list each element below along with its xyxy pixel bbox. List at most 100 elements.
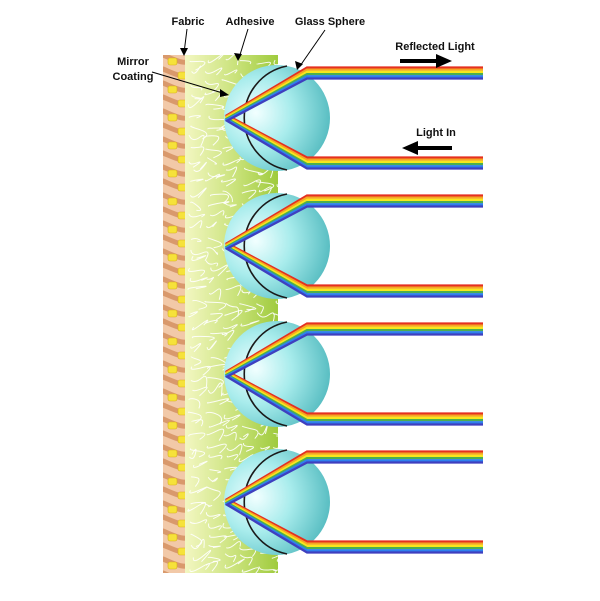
sphere-unit bbox=[224, 321, 483, 427]
adhesive-swirl bbox=[210, 264, 229, 277]
adhesive-swirl bbox=[204, 80, 219, 93]
adhesive-swirl bbox=[208, 454, 223, 460]
adhesive-swirl bbox=[210, 332, 228, 337]
adhesive-swirl bbox=[188, 161, 201, 168]
adhesive-swirl bbox=[189, 60, 206, 71]
light-ray bbox=[224, 333, 483, 426]
adhesive-swirl bbox=[189, 486, 208, 494]
adhesive-swirl bbox=[187, 285, 207, 291]
adhesive-swirl bbox=[225, 303, 240, 317]
adhesive-swirl bbox=[258, 566, 277, 573]
adhesive-swirl bbox=[206, 340, 217, 351]
adhesive-swirl bbox=[187, 502, 206, 515]
adhesive-swirl bbox=[190, 538, 205, 550]
adhesive-swirl bbox=[206, 377, 224, 388]
adhesive-swirl bbox=[242, 443, 255, 452]
adhesive-swirl bbox=[226, 443, 243, 455]
adhesive-swirl bbox=[222, 190, 233, 203]
fabric-fiber bbox=[167, 449, 178, 458]
adhesive-swirl bbox=[273, 313, 278, 316]
adhesive-swirl bbox=[239, 547, 257, 557]
adhesive-swirl bbox=[191, 476, 200, 487]
adhesive-swirl bbox=[190, 249, 209, 261]
adhesive-swirl bbox=[256, 303, 264, 315]
reflected-light-arrow bbox=[400, 54, 452, 68]
adhesive-swirl bbox=[209, 534, 228, 544]
adhesive-swirl bbox=[192, 549, 211, 562]
fabric-fiber bbox=[167, 57, 178, 66]
adhesive-swirl bbox=[191, 335, 215, 341]
adhesive-swirl bbox=[208, 523, 222, 531]
adhesive-swirl bbox=[192, 299, 208, 310]
adhesive-swirl bbox=[207, 55, 224, 64]
adhesive-swirl bbox=[191, 255, 207, 261]
fabric-pointer-head bbox=[180, 48, 188, 56]
fabric-fiber bbox=[167, 309, 178, 318]
fabric-fiber bbox=[167, 505, 178, 514]
glass-sphere bbox=[224, 193, 330, 299]
adhesive-swirl bbox=[190, 146, 205, 156]
sphere-unit bbox=[224, 449, 483, 555]
adhesive-swirl bbox=[225, 285, 242, 297]
adhesive-swirl bbox=[275, 300, 278, 305]
adhesive-swirl bbox=[191, 319, 209, 331]
adhesive-swirl bbox=[220, 178, 236, 187]
adhesive-swirl bbox=[190, 356, 202, 366]
light-ray bbox=[224, 77, 483, 170]
adhesive-swirl bbox=[210, 312, 223, 321]
adhesive-swirl bbox=[224, 201, 237, 208]
fabric-fiber bbox=[167, 561, 178, 570]
adhesive-swirl bbox=[188, 311, 198, 318]
mirror-coating bbox=[243, 321, 288, 427]
adhesive-swirl bbox=[205, 148, 222, 159]
light-ray bbox=[224, 461, 483, 554]
glass-sphere bbox=[224, 449, 330, 555]
glass-sphere bbox=[224, 65, 330, 171]
adhesive-swirl bbox=[207, 237, 223, 249]
adhesive-pointer-head bbox=[234, 53, 242, 61]
adhesive-swirl bbox=[187, 96, 205, 109]
adhesive-swirl bbox=[207, 476, 218, 483]
adhesive-swirl bbox=[187, 267, 206, 277]
adhesive-swirl bbox=[276, 184, 278, 188]
adhesive-swirl bbox=[273, 569, 278, 572]
fabric-fiber bbox=[167, 169, 178, 178]
adhesive-swirl bbox=[188, 448, 197, 459]
fabric-fiber bbox=[167, 113, 178, 122]
reflected-light-label: Reflected Light bbox=[395, 41, 475, 53]
adhesive-swirl bbox=[189, 277, 208, 283]
adhesive-swirl bbox=[189, 220, 203, 229]
fabric-fiber bbox=[167, 281, 178, 290]
adhesive-swirl bbox=[210, 357, 226, 364]
glass-sphere-pointer-head bbox=[295, 61, 303, 70]
mirror-coating bbox=[243, 449, 288, 555]
adhesive-swirl bbox=[205, 103, 225, 110]
adhesive-swirl bbox=[204, 319, 218, 324]
adhesive-swirl bbox=[188, 213, 206, 218]
adhesive-swirl bbox=[206, 486, 221, 501]
adhesive-swirl bbox=[223, 431, 237, 441]
light-ray bbox=[224, 205, 483, 298]
adhesive-swirl bbox=[189, 448, 206, 458]
adhesive-swirl bbox=[190, 375, 208, 388]
adhesive-swirl bbox=[223, 414, 241, 421]
adhesive-swirl bbox=[244, 308, 254, 313]
glass-sphere bbox=[224, 321, 330, 427]
adhesive-swirl bbox=[188, 398, 201, 409]
adhesive-swirl bbox=[188, 115, 201, 119]
mirror-coating bbox=[243, 193, 288, 299]
fabric-fiber bbox=[167, 393, 178, 402]
adhesive-swirl bbox=[209, 288, 222, 300]
adhesive-pointer bbox=[238, 28, 249, 59]
glass-sphere-label: Glass Sphere bbox=[295, 16, 365, 28]
adhesive-swirl bbox=[224, 466, 239, 471]
fabric-fiber bbox=[167, 365, 178, 374]
mirror-coating bbox=[243, 65, 288, 171]
fabric-fiber bbox=[167, 421, 178, 430]
mirror-coating-pointer bbox=[151, 71, 227, 95]
adhesive-swirl bbox=[205, 260, 219, 267]
adhesive-swirl bbox=[208, 201, 230, 207]
adhesive-swirl bbox=[208, 419, 230, 428]
adhesive-swirl bbox=[189, 519, 208, 524]
adhesive-label: Adhesive bbox=[226, 16, 275, 28]
